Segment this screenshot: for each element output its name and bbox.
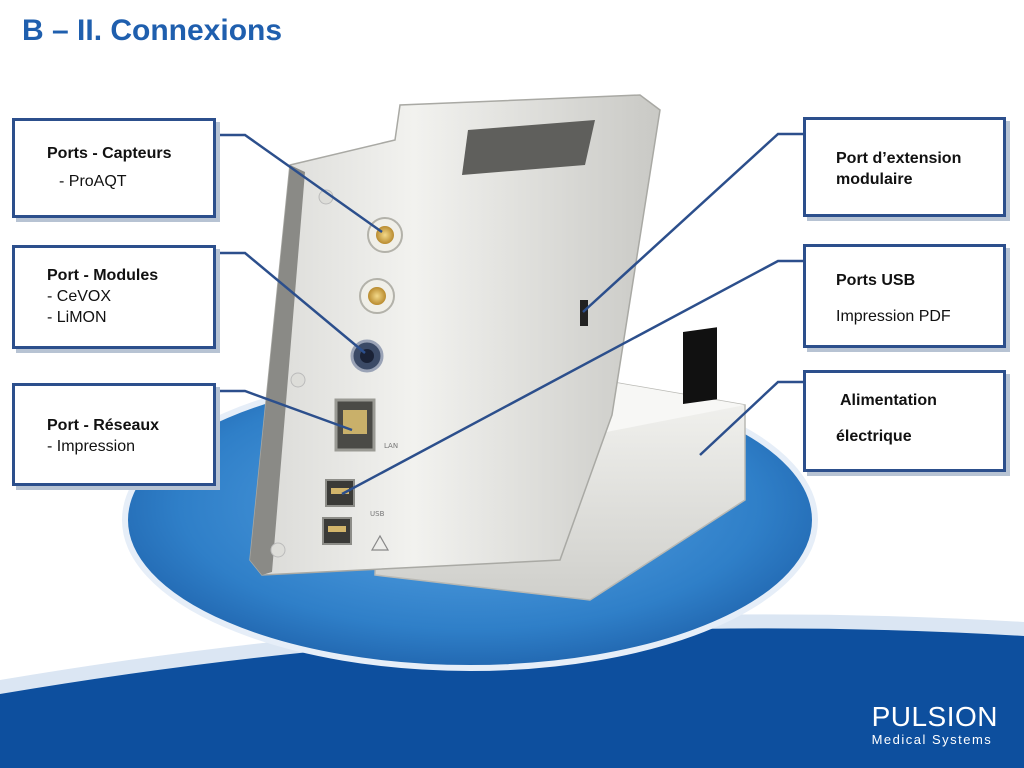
device-edge [250,165,305,575]
callout-title-line2: électrique [836,428,912,445]
extension-port [580,300,588,326]
lan-label: LAN [384,442,398,450]
callout-network-port: Port - Réseaux - Impression [12,383,216,486]
callout-title: Port - Modules [47,267,159,284]
leader-power [699,380,803,456]
callout-title: Alimentation [840,392,937,409]
footer-band [0,622,1024,768]
leader-reseaux [216,389,353,432]
logo-brand: PULSION [871,701,998,732]
leader-capteurs [216,133,383,234]
logo-tagline: Medical Systems [871,732,993,747]
callout-line: - ProAQT [59,173,127,190]
slide-title: B – II. Connexions [22,14,283,47]
usb-label: USB [370,510,385,518]
usb-port-2 [322,517,352,545]
callout-sensor-ports: Ports - Capteurs - ProAQT [12,118,216,218]
callout-title: Ports USB [836,272,916,289]
callout-modules-port: Port - Modules - CeVOX - LiMON [12,245,216,349]
callout-power-supply: Alimentation électrique [803,370,1006,472]
warning-icon [370,534,390,551]
callout-line: Impression PDF [836,308,951,325]
callout-title: Ports - Capteurs [47,145,172,162]
leader-lines [216,132,803,496]
callout-usb-ports: Ports USB Impression PDF [803,244,1006,348]
leader-modules [216,251,366,354]
callout-line: - LiMON [47,309,107,326]
callout-line: - Impression [47,438,136,455]
handle-opening [462,120,595,175]
callout-title: Port - Réseaux [47,417,160,434]
callout-title: Port d’extension modulaire [836,150,962,188]
callout-line: - CeVOX [47,288,112,305]
leader-usb [341,259,803,496]
callout-extension-port: Port d’extension modulaire [803,117,1006,217]
leader-extension [582,132,803,313]
power-socket [683,327,717,405]
pulsion-logo: PULSION Medical Systems [872,702,998,748]
